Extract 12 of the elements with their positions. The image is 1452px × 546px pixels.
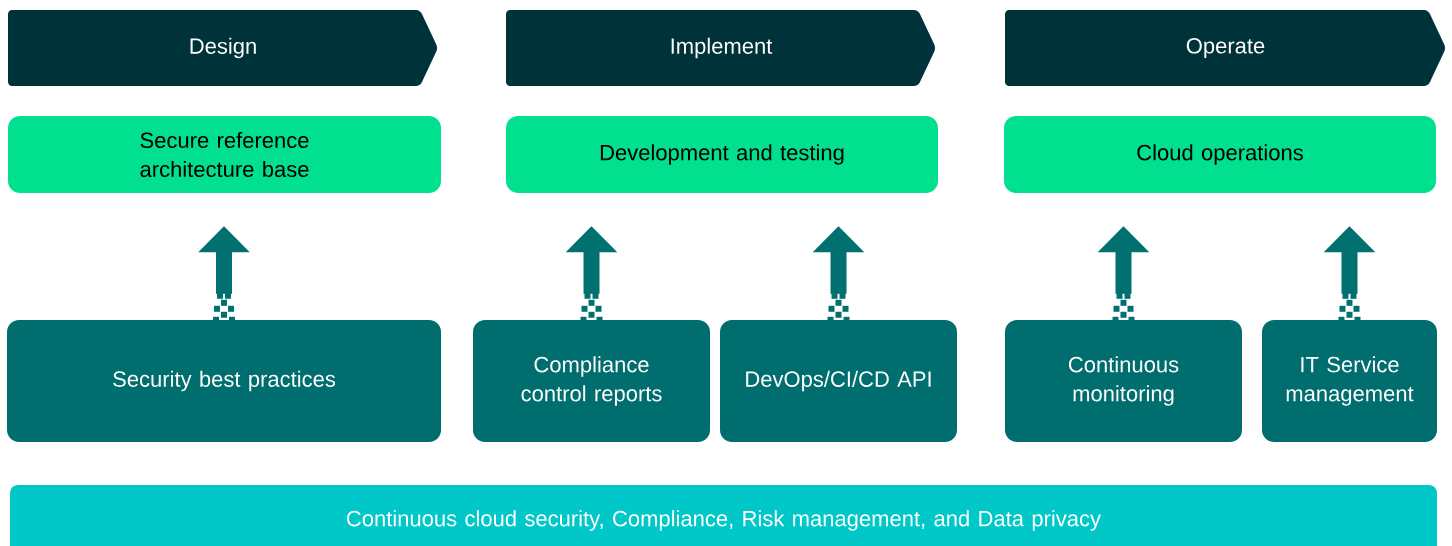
capability-box: Compliance control reports [473, 320, 710, 442]
stage-box: Cloud operations [1004, 116, 1436, 193]
stage-box: Development and testing [506, 116, 938, 193]
chevron-step: Operate [1005, 10, 1445, 86]
capability-box: Security best practices [7, 320, 441, 442]
chevron-step: Implement [506, 10, 935, 86]
capability-box: IT Service management [1262, 320, 1437, 442]
stage-box: Secure reference architecture base [8, 116, 441, 193]
chevron-step: Design [8, 10, 437, 86]
capability-box: Continuous monitoring [1005, 320, 1242, 442]
capability-box: DevOps/CI/CD API [720, 320, 957, 442]
foundation-band: Continuous cloud security, Compliance, Risk management, and Data privacy [10, 485, 1437, 546]
